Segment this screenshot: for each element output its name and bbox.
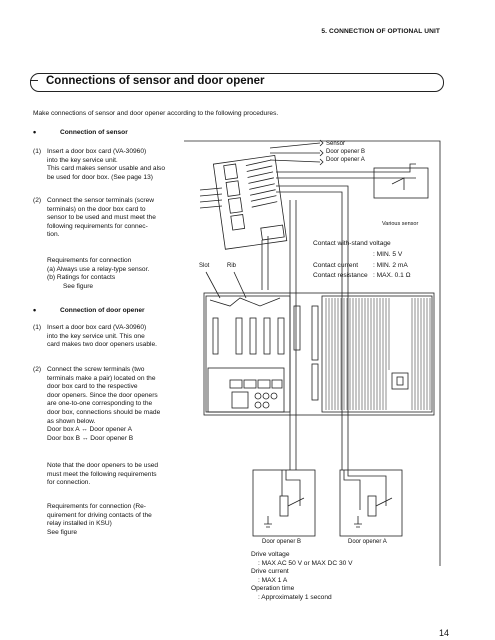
opener-note: Note that the door openers to be used mu…	[47, 462, 182, 488]
sensor-req-line: (a) Always use a relay-type sensor.	[47, 265, 150, 273]
sensor-step2-line: following requirements for connec-	[47, 222, 148, 230]
page-number: 14	[438, 628, 449, 638]
opener-req-line: Requirements for connection (Re-	[47, 503, 146, 510]
sensor-step2: Connect the sensor terminals (screw term…	[47, 197, 182, 240]
sensor-step1: Insert a door box card (VA-30960) into t…	[47, 148, 182, 182]
opener-req-line: relay installed in KSU)	[47, 520, 112, 528]
power-switch	[391, 372, 409, 390]
opener-note-line: for connection.	[47, 479, 91, 487]
door-opener-a-label: Door opener A	[348, 539, 387, 545]
opener-step2-line: door box, connections should be made	[47, 408, 161, 416]
door-box-card	[212, 155, 288, 250]
sensor-step2-line: terminals) on the door box card to	[47, 205, 146, 213]
ksu-ribs	[325, 298, 431, 410]
drive-voltage-value: : MAX AC 50 V or MAX DC 30 V	[258, 559, 353, 567]
sensor-step1-number: (1)	[33, 148, 42, 155]
sensor-step1-line: This card makes sensor usable and also	[47, 165, 166, 173]
sensor-step1-line: Insert a door box card (VA-30960)	[47, 148, 147, 155]
door-opener-a-box	[339, 469, 403, 537]
opener-step2-line: door openers. Since the door openers	[47, 391, 158, 399]
title-frame-tick	[30, 80, 38, 81]
sensor-req-line: See figure	[63, 282, 94, 290]
intro-text: Make connections of sensor and door open…	[33, 110, 279, 117]
opener-heading: Connection of door opener	[60, 307, 145, 314]
contact-voltage: : MIN. 5 V	[373, 251, 403, 258]
opener-step1-line: card makes two door openers usable.	[47, 341, 157, 349]
operation-time-label: Operation time	[251, 585, 295, 593]
opener-heading-bullet: •	[33, 305, 37, 315]
opener-step2-number: (2)	[33, 366, 42, 373]
opener-req-line: See figure	[47, 528, 78, 536]
opener-req-line: quirement for driving contacts of the	[47, 511, 152, 519]
sensor-step2-number: (2)	[33, 197, 42, 204]
opener-step1-line: into the key service unit. This one	[47, 332, 145, 340]
drive-ratings: Drive voltage : MAX AC 50 V or MAX DC 30…	[251, 551, 441, 603]
ksu-unit	[203, 292, 435, 416]
sensor-step1-line: be used for door box. (See page 13)	[47, 173, 153, 181]
sensor-req-line: Requirements for connection	[47, 257, 132, 264]
card-edge-contacts	[199, 187, 223, 209]
sensor-step2-line: Connect the sensor terminals (screw	[47, 197, 155, 204]
opener-note-line: Note that the door openers to be used	[47, 462, 159, 469]
various-sensor-label: Various sensor	[382, 221, 419, 227]
opener-step2-line: are one-to-one corresponding to the	[47, 400, 153, 408]
sensor-heading: Connection of sensor	[60, 129, 128, 136]
opener-step1-line: Insert a door box card (VA-30960)	[47, 324, 147, 331]
opener-mapping-line: Door box B ↔ Door opener B	[47, 434, 134, 442]
callout-door-opener-b: Door opener B	[326, 149, 366, 155]
sensor-req-line: (b) Ratings for contacts	[47, 274, 116, 282]
opener-step2-line: terminals make a pair) located on the	[47, 374, 156, 382]
slot-label: Slot	[199, 263, 210, 269]
contact-resistance-label: Contact resistance	[313, 272, 368, 279]
drive-current-value: : MAX 1 A	[258, 576, 288, 584]
drive-voltage-label: Drive voltage	[251, 551, 290, 558]
door-opener-b-box	[252, 469, 316, 537]
rib-label: Rib	[227, 263, 237, 269]
sensor-heading-bullet: •	[33, 127, 37, 137]
operation-time-value: : Approximately 1 second	[258, 593, 332, 601]
opener-note-line: must meet the following requirements	[47, 470, 157, 478]
contact-current-label: Contact current	[313, 262, 359, 269]
contact-current-value: : MIN. 2 mA	[373, 262, 408, 269]
callout-door-opener-a: Door opener A	[326, 157, 365, 163]
figure-frame	[184, 140, 441, 566]
drive-current-label: Drive current	[251, 568, 289, 576]
page-title: Connections of sensor and door opener	[46, 75, 265, 87]
opener-step1-number: (1)	[33, 324, 42, 331]
callout-sensor: Sensor	[326, 141, 346, 147]
various-sensor-box	[373, 167, 429, 199]
opener-step1: Insert a door box card (VA-30960) into t…	[47, 324, 182, 350]
sensor-step1-line: into the key service unit.	[47, 156, 118, 164]
contact-title: Contact with-stand voltage	[313, 240, 391, 247]
door-opener-b-label: Door opener B	[262, 539, 302, 545]
door-box-card-inserted	[207, 367, 285, 413]
sensor-requirements: Requirements for connection (a) Always u…	[47, 257, 182, 291]
section-header: 5. CONNECTION OF OPTIONAL UNIT	[321, 28, 440, 35]
contact-resistance-value: : MAX. 0.1 Ω	[373, 272, 411, 279]
callout-labels: Sensor Door opener B Door opener A	[326, 140, 365, 164]
title-frame	[30, 73, 444, 92]
opener-mapping-line: Door box A ↔ Door opener A	[47, 426, 133, 434]
opener-step2-line: door box card to the respective	[47, 383, 138, 391]
opener-step2-line: as shown below.	[47, 417, 96, 425]
sensor-step2-line: sensor to be used and must meet the	[47, 214, 156, 222]
opener-step2-line: Connect the screw terminals (two	[47, 366, 145, 373]
sensor-step2-line: tion.	[47, 231, 60, 239]
opener-requirements: Requirements for connection (Re- quireme…	[47, 503, 182, 537]
opener-step2: Connect the screw terminals (two termina…	[47, 366, 182, 443]
